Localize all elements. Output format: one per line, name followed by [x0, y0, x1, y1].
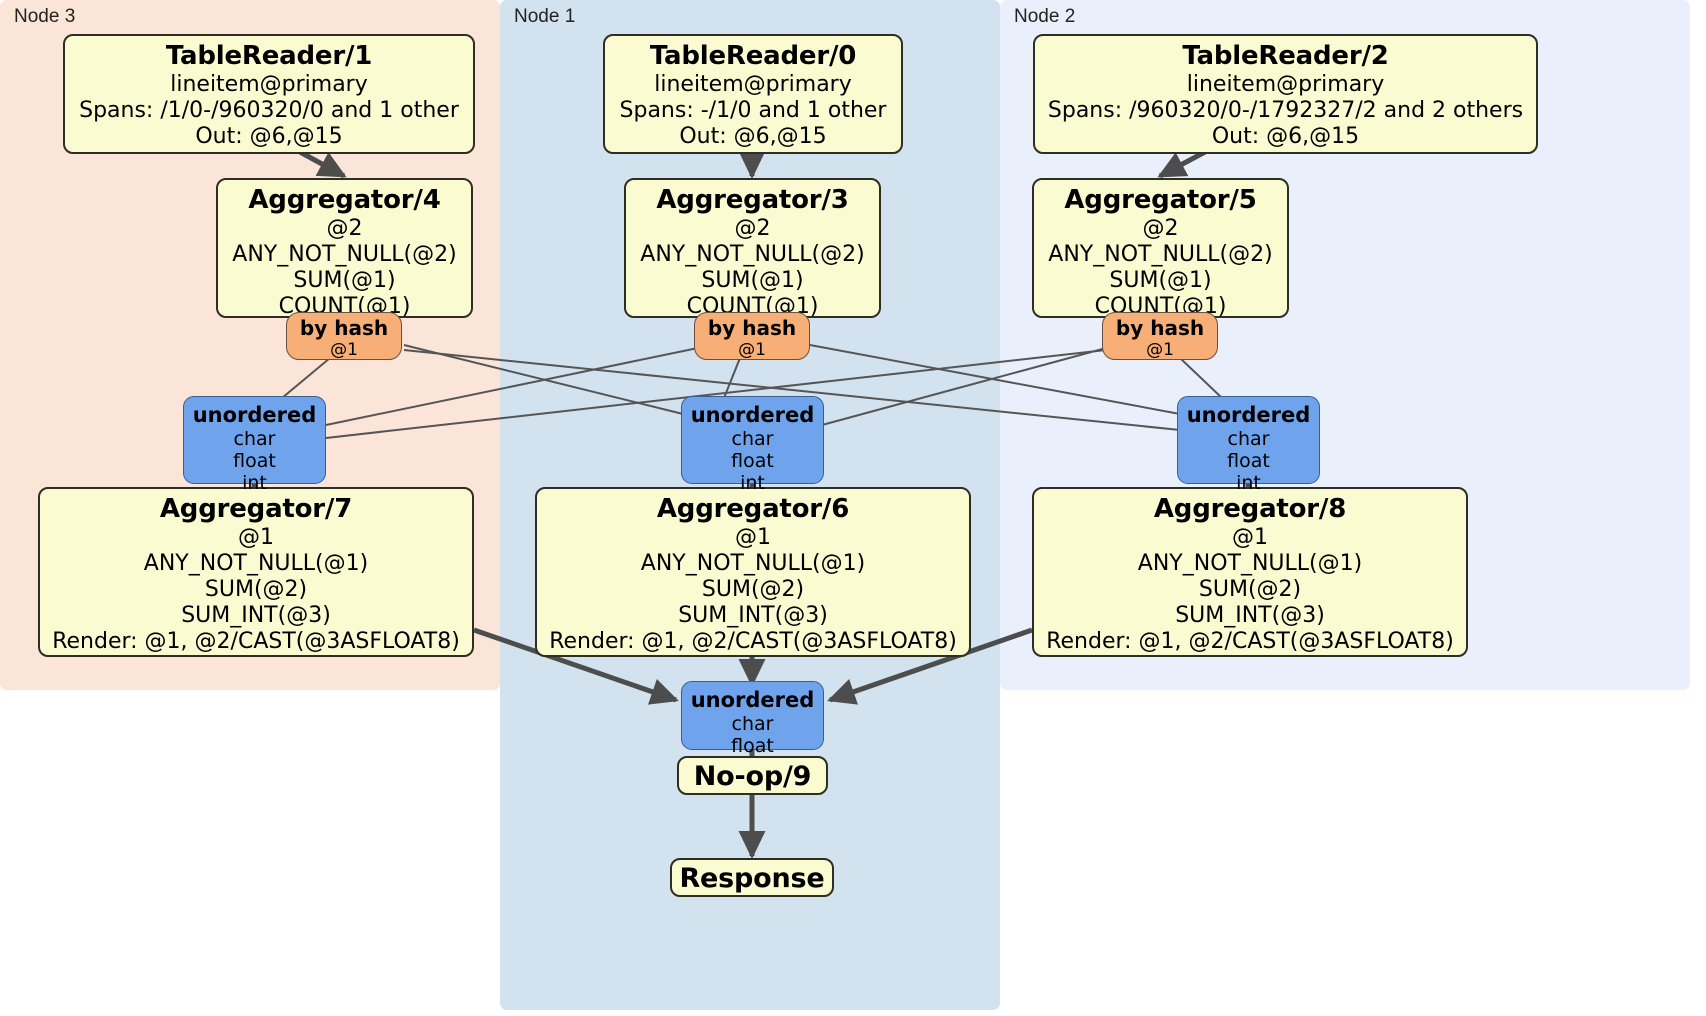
processor-line: ANY_NOT_NULL(@1)	[640, 551, 866, 576]
processor-line: ANY_NOT_NULL(@1)	[1137, 551, 1363, 576]
input-router-line: char	[233, 428, 276, 450]
processor-line: SUM(@2)	[1198, 577, 1302, 602]
processor-line: @1	[238, 525, 274, 550]
input-router-line: int	[740, 472, 765, 494]
input-router-line: int	[1236, 472, 1261, 494]
processor-aggregator-4[interactable]: Aggregator/4 @2 ANY_NOT_NULL(@2) SUM(@1)…	[216, 178, 473, 319]
processor-line: @1	[735, 525, 771, 550]
input-router-line: float	[731, 450, 774, 472]
input-router-title: unordered	[1186, 403, 1311, 427]
input-router-line: char	[1227, 428, 1270, 450]
processor-line: Render: @1, @2/CAST(@3ASFLOAT8)	[1046, 629, 1454, 654]
input-router-unordered-final[interactable]: unordered char float	[681, 681, 824, 757]
processor-line: SUM(@1)	[701, 268, 804, 293]
input-router-line: int	[242, 472, 267, 494]
processor-title: TableReader/0	[649, 41, 857, 71]
input-router-unordered-right[interactable]: unordered char float int	[1177, 396, 1320, 494]
input-router-unordered-left[interactable]: unordered char float int	[183, 396, 326, 494]
input-router-line: char	[731, 428, 774, 450]
input-router-title: unordered	[690, 403, 815, 427]
output-router-title: by hash	[1115, 316, 1205, 340]
processor-line: ANY_NOT_NULL(@1)	[143, 551, 369, 576]
input-router-line: char	[731, 713, 774, 735]
processor-title: Aggregator/8	[1153, 494, 1347, 524]
processor-tablereader-1[interactable]: TableReader/1 lineitem@primary Spans: /1…	[63, 34, 475, 154]
input-router-line: float	[1227, 450, 1270, 472]
node-panel-label-node-3: Node 3	[14, 6, 76, 27]
input-router-line: float	[731, 735, 774, 757]
processor-line: SUM(@2)	[701, 577, 805, 602]
output-router-by-hash-center[interactable]: by hash @1	[694, 312, 810, 360]
output-router-title: by hash	[299, 316, 389, 340]
processor-title: Aggregator/5	[1064, 185, 1257, 215]
processor-line: ANY_NOT_NULL(@2)	[1048, 242, 1273, 267]
input-router-title: unordered	[192, 403, 317, 427]
processor-title: Aggregator/4	[248, 185, 441, 215]
processor-tablereader-2[interactable]: TableReader/2 lineitem@primary Spans: /9…	[1033, 34, 1538, 154]
processor-line: @1	[1232, 525, 1268, 550]
processor-line: Spans: -/1/0 and 1 other	[619, 98, 887, 123]
output-router-line: @1	[738, 340, 766, 360]
processor-line: ANY_NOT_NULL(@2)	[640, 242, 865, 267]
processor-line: Out: @6,@15	[679, 124, 827, 149]
processor-line: ANY_NOT_NULL(@2)	[232, 242, 457, 267]
processor-line: SUM_INT(@3)	[1175, 603, 1325, 628]
processor-line: SUM_INT(@3)	[678, 603, 828, 628]
processor-line: @2	[326, 216, 363, 241]
node-panel-label-node-2: Node 2	[1014, 6, 1076, 27]
input-router-title: unordered	[690, 688, 815, 712]
processor-aggregator-3[interactable]: Aggregator/3 @2 ANY_NOT_NULL(@2) SUM(@1)…	[624, 178, 881, 319]
processor-title: No-op/9	[693, 761, 812, 792]
processor-line: @2	[1142, 216, 1179, 241]
processor-line: SUM(@2)	[204, 577, 308, 602]
processor-line: lineitem@primary	[170, 72, 368, 97]
processor-line: SUM_INT(@3)	[181, 603, 331, 628]
processor-aggregator-5[interactable]: Aggregator/5 @2 ANY_NOT_NULL(@2) SUM(@1)…	[1032, 178, 1289, 319]
processor-aggregator-6[interactable]: Aggregator/6 @1 ANY_NOT_NULL(@1) SUM(@2)…	[535, 487, 971, 657]
processor-title: TableReader/1	[165, 41, 373, 71]
processor-title: Response	[679, 863, 825, 894]
processor-line: lineitem@primary	[654, 72, 852, 97]
output-router-title: by hash	[707, 316, 797, 340]
processor-line: Render: @1, @2/CAST(@3ASFLOAT8)	[52, 629, 460, 654]
processor-title: Aggregator/3	[656, 185, 849, 215]
processor-tablereader-0[interactable]: TableReader/0 lineitem@primary Spans: -/…	[603, 34, 903, 154]
processor-title: Aggregator/7	[159, 494, 353, 524]
processor-line: Spans: /960320/0-/1792327/2 and 2 others	[1047, 98, 1524, 123]
processor-line: lineitem@primary	[1186, 72, 1385, 97]
processor-response[interactable]: Response	[670, 858, 834, 897]
input-router-unordered-center[interactable]: unordered char float int	[681, 396, 824, 494]
processor-line: SUM(@1)	[1109, 268, 1212, 293]
processor-line: Spans: /1/0-/960320/0 and 1 other	[79, 98, 459, 123]
output-router-line: @1	[330, 340, 358, 360]
output-router-by-hash-left[interactable]: by hash @1	[286, 312, 402, 360]
node-panel-label-node-1: Node 1	[514, 6, 576, 27]
processor-title: TableReader/2	[1182, 41, 1389, 71]
processor-no-op-9[interactable]: No-op/9	[677, 756, 828, 795]
processor-line: Render: @1, @2/CAST(@3ASFLOAT8)	[549, 629, 957, 654]
processor-aggregator-8[interactable]: Aggregator/8 @1 ANY_NOT_NULL(@1) SUM(@2)…	[1032, 487, 1468, 657]
processor-aggregator-7[interactable]: Aggregator/7 @1 ANY_NOT_NULL(@1) SUM(@2)…	[38, 487, 474, 657]
processor-line: Out: @6,@15	[1211, 124, 1360, 149]
output-router-line: @1	[1146, 340, 1174, 360]
processor-line: SUM(@1)	[293, 268, 396, 293]
processor-title: Aggregator/6	[656, 494, 850, 524]
processor-line: @2	[734, 216, 771, 241]
input-router-line: float	[233, 450, 276, 472]
processor-line: Out: @6,@15	[195, 124, 343, 149]
output-router-by-hash-right[interactable]: by hash @1	[1102, 312, 1218, 360]
